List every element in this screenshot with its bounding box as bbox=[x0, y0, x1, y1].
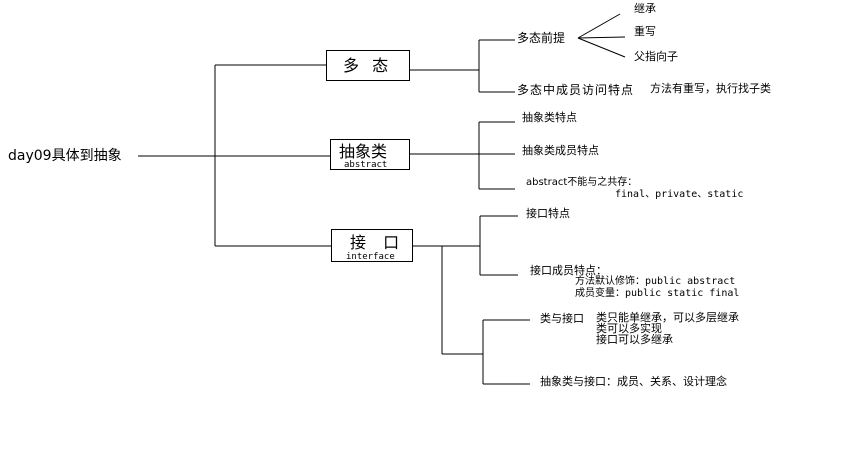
duotai-premise: 多态前提 bbox=[517, 31, 566, 45]
abstract-item-features: 抽象类特点 bbox=[522, 111, 577, 124]
class-interface-line1: 类只能单继承，可以多层继承 bbox=[596, 311, 739, 324]
duotai-members: 多态中成员访问特点 bbox=[517, 83, 635, 97]
duotai-node: 多 态 bbox=[326, 50, 410, 81]
interface-members: 接口成员特点： bbox=[530, 264, 607, 277]
interface-members-var: 成员变量：public static final bbox=[575, 288, 740, 299]
premise-item-inherit: 继承 bbox=[634, 2, 656, 15]
class-interface-line3: 接口可以多继承 bbox=[596, 333, 673, 346]
abstract-subtitle: abstract bbox=[344, 160, 388, 170]
interface-subtitle: interface bbox=[346, 252, 395, 262]
duotai-members-note: 方法有重写，执行找子类 bbox=[650, 82, 771, 95]
abstract-item-members: 抽象类成员特点 bbox=[522, 144, 599, 157]
interface-node: 接 口 interface bbox=[331, 229, 413, 262]
premise-item-parent-ref: 父指向子 bbox=[634, 50, 678, 63]
duotai-title: 多 态 bbox=[343, 56, 393, 75]
premise-item-override: 重写 bbox=[634, 25, 656, 38]
abstract-vs-interface: 抽象类与接口：成员、关系、设计理念 bbox=[540, 375, 727, 388]
interface-features: 接口特点 bbox=[526, 207, 570, 220]
abstract-item-coexist: abstract不能与之共存： bbox=[526, 177, 638, 188]
interface-title: 接 口 bbox=[350, 233, 406, 252]
abstract-title: 抽象类 bbox=[339, 142, 388, 161]
root-topic: day09具体到抽象 bbox=[8, 148, 122, 164]
abstract-coexist-keywords: final、private、static bbox=[615, 189, 744, 200]
class-interface-line2: 类可以多实现 bbox=[596, 322, 662, 335]
interface-members-method: 方法默认修饰：public abstract bbox=[575, 276, 736, 287]
class-interface-label: 类与接口 bbox=[540, 312, 584, 325]
abstract-node: 抽象类 abstract bbox=[330, 139, 410, 170]
